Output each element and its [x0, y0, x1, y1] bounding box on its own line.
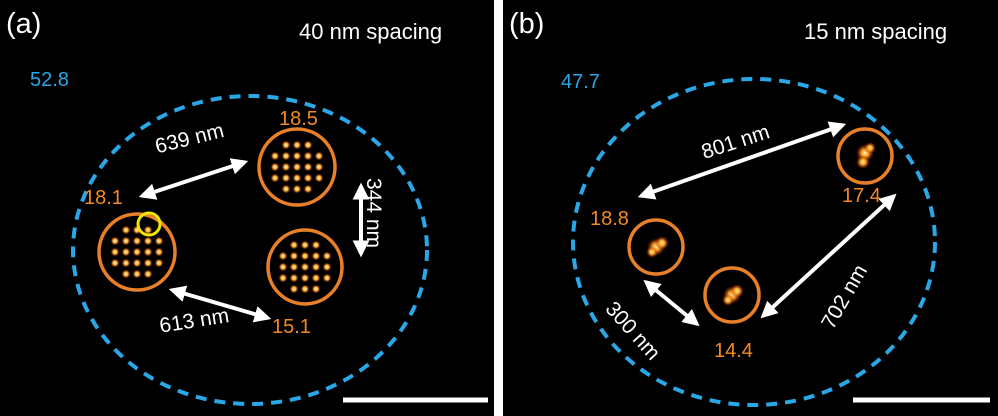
arrow-639: [138, 158, 249, 200]
emitter-dot: [289, 284, 299, 294]
emitter-dot: [110, 247, 120, 257]
cluster-circle-top: [257, 127, 337, 207]
emitter-dot: [311, 240, 321, 250]
emitter-dot: [311, 273, 321, 283]
emitter-dot: [281, 151, 291, 161]
emitter-dot: [278, 262, 288, 272]
emitter-dot: [289, 240, 299, 250]
emitter-dot: [132, 247, 142, 257]
cluster-value-bottom: 14.4: [714, 340, 753, 362]
emitter-dot: [303, 184, 313, 194]
arrow-300: [643, 279, 700, 327]
emitter-dot: [154, 236, 164, 246]
dot-arrays: [110, 140, 332, 294]
emitter-dot: [322, 262, 332, 272]
dashed-boundary-circle: [571, 77, 937, 407]
emitter-dot: [132, 236, 142, 246]
distance-label-344: 344 nm: [362, 178, 385, 249]
emitter-dot: [143, 247, 153, 257]
arrow-702: [760, 193, 897, 319]
panel-a-graphics: [71, 94, 488, 406]
emitter-dot: [132, 269, 142, 279]
emitter-dot: [281, 173, 291, 183]
emitter-dot: [110, 236, 120, 246]
emitter-dot: [270, 173, 280, 183]
cluster-circle-bottom: [703, 266, 761, 324]
emitter-dot: [300, 273, 310, 283]
emitter-dot: [143, 269, 153, 279]
emitter-dot: [322, 251, 332, 261]
emitter-dot: [292, 140, 302, 150]
emitter-dot: [121, 225, 131, 235]
spacing-title: 40 nm spacing: [299, 19, 443, 44]
emitter-dot: [281, 140, 291, 150]
emitter-dot: [154, 247, 164, 257]
emitter-dot: [281, 184, 291, 194]
panel-b-graphics: [571, 77, 990, 407]
emitter-dot: [289, 273, 299, 283]
emitter-dot: [303, 162, 313, 172]
cluster-value-right: 17.4: [842, 185, 881, 207]
emitter-dot: [143, 258, 153, 268]
cluster-value-top: 18.5: [279, 108, 318, 130]
emitter-dot: [270, 151, 280, 161]
arrow-801: [637, 121, 847, 200]
emitter-dot: [314, 173, 324, 183]
emitter-dot: [292, 184, 302, 194]
emitter-dot: [303, 173, 313, 183]
emitter-dot: [311, 284, 321, 294]
emitter-dot: [121, 236, 131, 246]
emitter-dot: [154, 258, 164, 268]
emitter-dot: [300, 262, 310, 272]
emitter-dot: [311, 262, 321, 272]
emitter-dot: [143, 225, 153, 235]
spacing-title: 15 nm spacing: [804, 19, 948, 44]
cluster-value-left: 18.1: [84, 187, 123, 209]
arrow-613: [168, 285, 272, 323]
emitter-dot: [300, 251, 310, 261]
emitter-dot: [289, 262, 299, 272]
emitter-dot: [278, 251, 288, 261]
emitter-dot: [292, 162, 302, 172]
cluster-circle-bottom: [266, 228, 344, 306]
outer-value: 47.7: [561, 71, 600, 93]
dashed-boundary-circle: [71, 94, 429, 406]
emitter-dot: [278, 273, 288, 283]
cluster-circle-left: [97, 212, 177, 292]
emitter-dot: [121, 258, 131, 268]
panel-label: (a): [6, 8, 42, 40]
emitter-blobs: [646, 142, 876, 306]
emitter-dot: [300, 240, 310, 250]
emitter-dot: [292, 173, 302, 183]
highlight-circle: [136, 211, 162, 237]
emitter-dot: [110, 258, 120, 268]
emitter-dot: [121, 247, 131, 257]
emitter-dot: [314, 151, 324, 161]
cluster-value-bottom: 15.1: [272, 316, 311, 338]
emitter-dot: [132, 258, 142, 268]
emitter-dot: [303, 151, 313, 161]
panel-label: (b): [509, 8, 545, 40]
emitter-dot: [292, 151, 302, 161]
emitter-dot: [300, 284, 310, 294]
emitter-dot: [143, 236, 153, 246]
emitter-dot: [314, 162, 324, 172]
outer-value: 52.8: [30, 69, 69, 91]
emitter-dot: [322, 273, 332, 283]
emitter-dot: [303, 140, 313, 150]
emitter-dot: [281, 162, 291, 172]
emitter-dot: [270, 162, 280, 172]
emitter-dot: [121, 269, 131, 279]
cluster-circle-left: [627, 218, 685, 276]
emitter-dot: [311, 251, 321, 261]
emitter-dot: [289, 251, 299, 261]
cluster-value-left: 18.8: [590, 208, 629, 230]
panel-b: (b) 15 nm spacing 47.7 18.8 17.4 14.4 80…: [503, 0, 998, 416]
panel-a: (a) 40 nm spacing 52.8 18.1 18.5 15.1 63…: [0, 0, 494, 416]
